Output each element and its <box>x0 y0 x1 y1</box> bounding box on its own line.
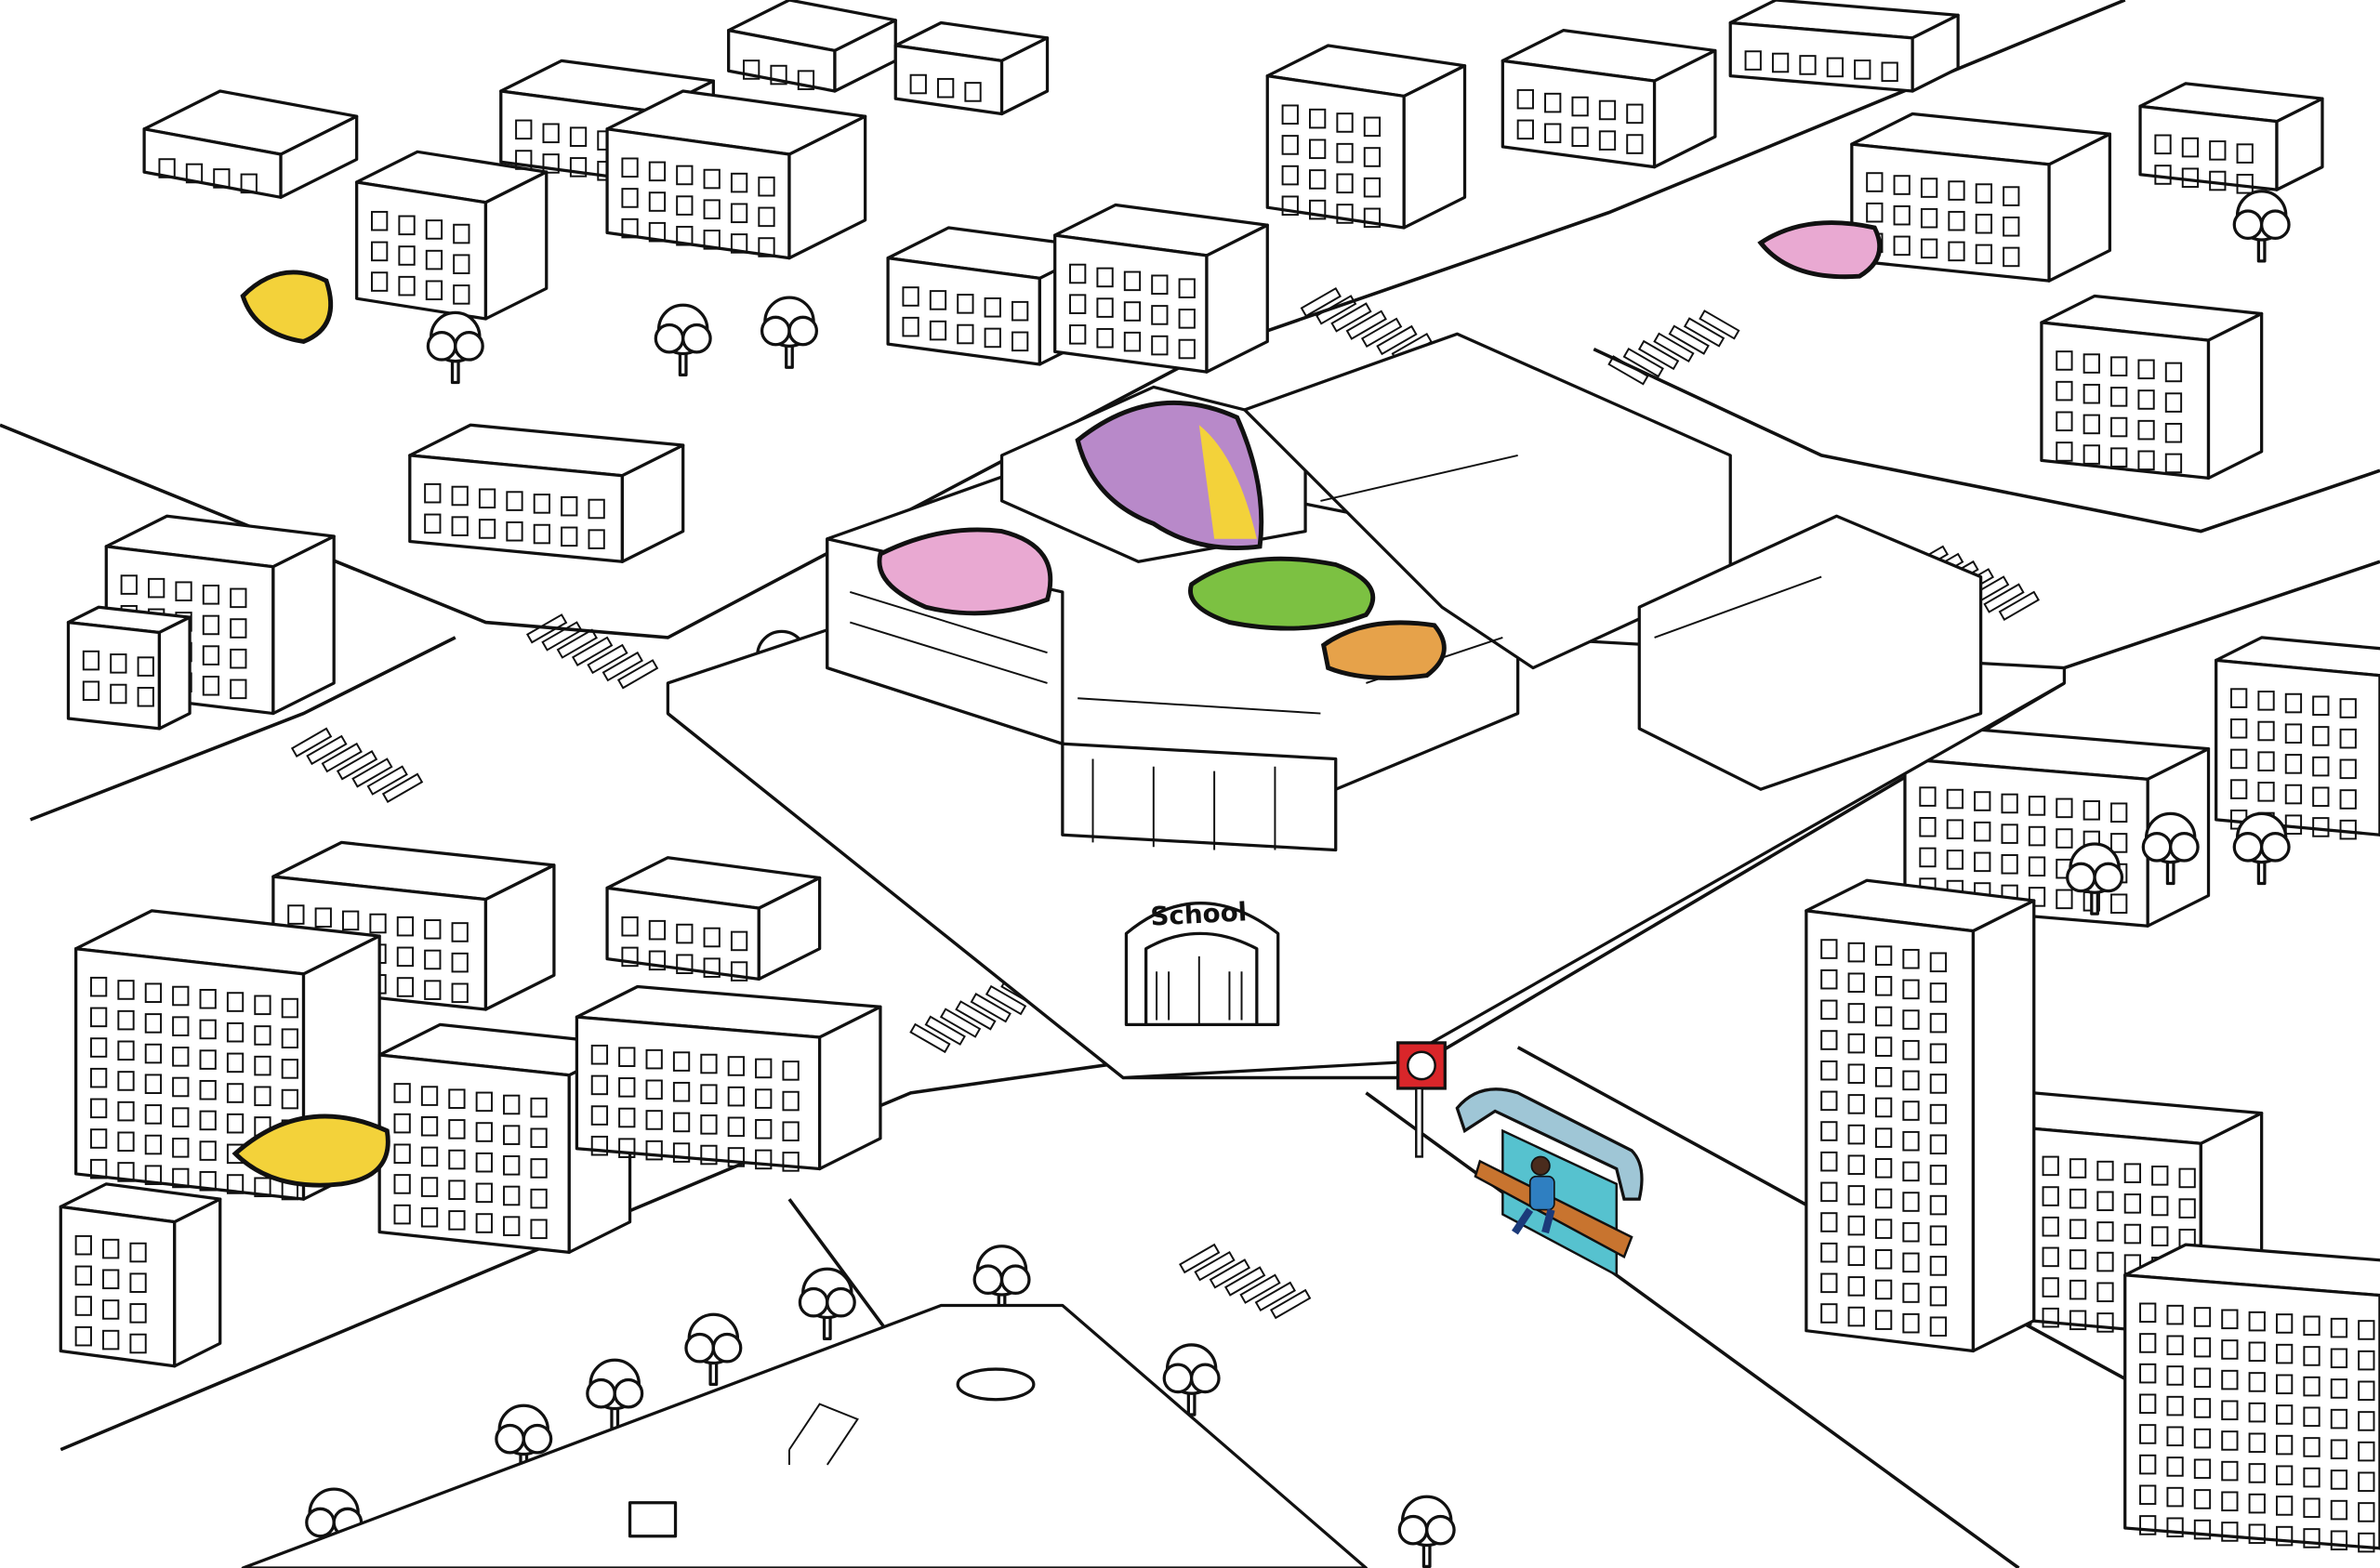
crosswalk-stripe <box>1983 583 2025 613</box>
crosswalk-stripe <box>381 772 424 803</box>
crosswalk-stripe <box>1254 1281 1296 1312</box>
tree <box>426 310 484 385</box>
building <box>2123 1243 2380 1553</box>
tree <box>798 1267 856 1341</box>
crosswalk-stripe <box>1998 590 2040 621</box>
building <box>727 0 897 93</box>
crosswalk-stripe <box>290 727 333 758</box>
buildings <box>59 0 2380 1553</box>
crosswalk-stripe <box>602 651 643 682</box>
building <box>1265 44 1467 230</box>
tree <box>2232 811 2291 886</box>
crosswalk-stripe <box>351 758 393 788</box>
school-complex: School <box>666 332 2067 1080</box>
crosswalk-stripe <box>1668 324 1710 355</box>
bus-icon <box>1407 1050 1436 1081</box>
tree <box>1397 1495 1456 1568</box>
crosswalk-stripe <box>1345 310 1387 340</box>
tree <box>684 1312 743 1387</box>
crosswalk-stripe <box>1209 1258 1251 1289</box>
crosswalk-stripe <box>985 984 1027 1016</box>
study-cutaway <box>240 270 334 344</box>
crosswalk-stripe <box>1315 295 1357 325</box>
building <box>2138 82 2324 194</box>
crosswalk-stripe <box>306 734 348 766</box>
building <box>142 89 359 199</box>
bedroom-cutaway <box>231 1113 390 1188</box>
crosswalks <box>290 286 2040 1320</box>
crosswalk-stripe <box>541 621 583 652</box>
crosswalk-stripe <box>1376 324 1418 356</box>
crosswalk-stripe <box>1269 1288 1312 1320</box>
building <box>575 984 882 1172</box>
building <box>605 89 867 260</box>
crosswalk-stripe <box>556 628 598 659</box>
classroom-cutaway-orange <box>1320 620 1447 680</box>
person <box>1528 1175 1555 1211</box>
crosswalk-stripe <box>525 613 568 644</box>
crosswalk-stripe <box>1653 332 1695 363</box>
tree <box>760 296 819 369</box>
crosswalk-stripe <box>366 765 408 796</box>
tree <box>2141 811 2200 886</box>
crosswalk-stripe <box>1622 347 1664 378</box>
crosswalk-stripe <box>955 1000 997 1031</box>
school-gate: School <box>1124 896 1280 1026</box>
tree <box>2066 842 2124 916</box>
crosswalk-stripe <box>1699 310 1740 340</box>
crosswalk-stripe <box>1683 317 1726 348</box>
building <box>893 20 1050 116</box>
crosswalk-stripe <box>1330 302 1372 333</box>
attic-cutaway <box>1757 220 1883 280</box>
building <box>408 423 685 563</box>
crosswalk-stripe <box>970 993 1012 1023</box>
crosswalk-stripe <box>571 636 614 666</box>
crosswalk-stripe <box>336 750 378 781</box>
school-sign: School <box>1150 896 1248 931</box>
crosswalk-stripe <box>1637 339 1680 371</box>
tree <box>654 303 712 377</box>
classroom-cutaway-green <box>1188 556 1376 631</box>
tree <box>2232 190 2291 263</box>
building <box>1805 878 2036 1353</box>
tree <box>972 1245 1031 1318</box>
bus-stop <box>1396 1041 1644 1277</box>
tree <box>495 1403 553 1478</box>
tree <box>586 1358 644 1432</box>
crosswalk-stripe <box>1194 1250 1236 1282</box>
crosswalk-stripe <box>616 659 659 690</box>
crosswalk-stripe <box>1224 1266 1266 1297</box>
bus-shelter-roof <box>1455 1087 1644 1201</box>
classroom-cutaway-yellow <box>1198 425 1257 539</box>
crosswalk-stripe <box>321 742 363 773</box>
building <box>1501 29 1717 169</box>
crosswalk-stripe <box>939 1008 982 1038</box>
bench <box>1474 1159 1633 1258</box>
crosswalk-stripe <box>1360 317 1403 349</box>
crosswalk-stripe <box>587 643 628 675</box>
classroom-cutaway-pink <box>877 527 1053 616</box>
crosswalk-stripe <box>924 1015 966 1046</box>
building <box>355 150 549 321</box>
crosswalk-stripe <box>1300 286 1342 318</box>
building <box>1053 203 1269 374</box>
park <box>241 1303 1368 1568</box>
building <box>1728 0 1960 93</box>
building <box>59 1182 222 1368</box>
building <box>605 856 822 982</box>
crosswalk-stripe <box>1179 1243 1221 1274</box>
building <box>2215 636 2380 840</box>
building <box>66 605 192 731</box>
tree <box>1162 1343 1221 1416</box>
building <box>2040 294 2264 481</box>
crosswalk-stripe <box>1239 1273 1281 1304</box>
crosswalk-stripe <box>909 1022 951 1054</box>
building <box>1850 112 2112 283</box>
crosswalk-stripe <box>1607 355 1649 386</box>
